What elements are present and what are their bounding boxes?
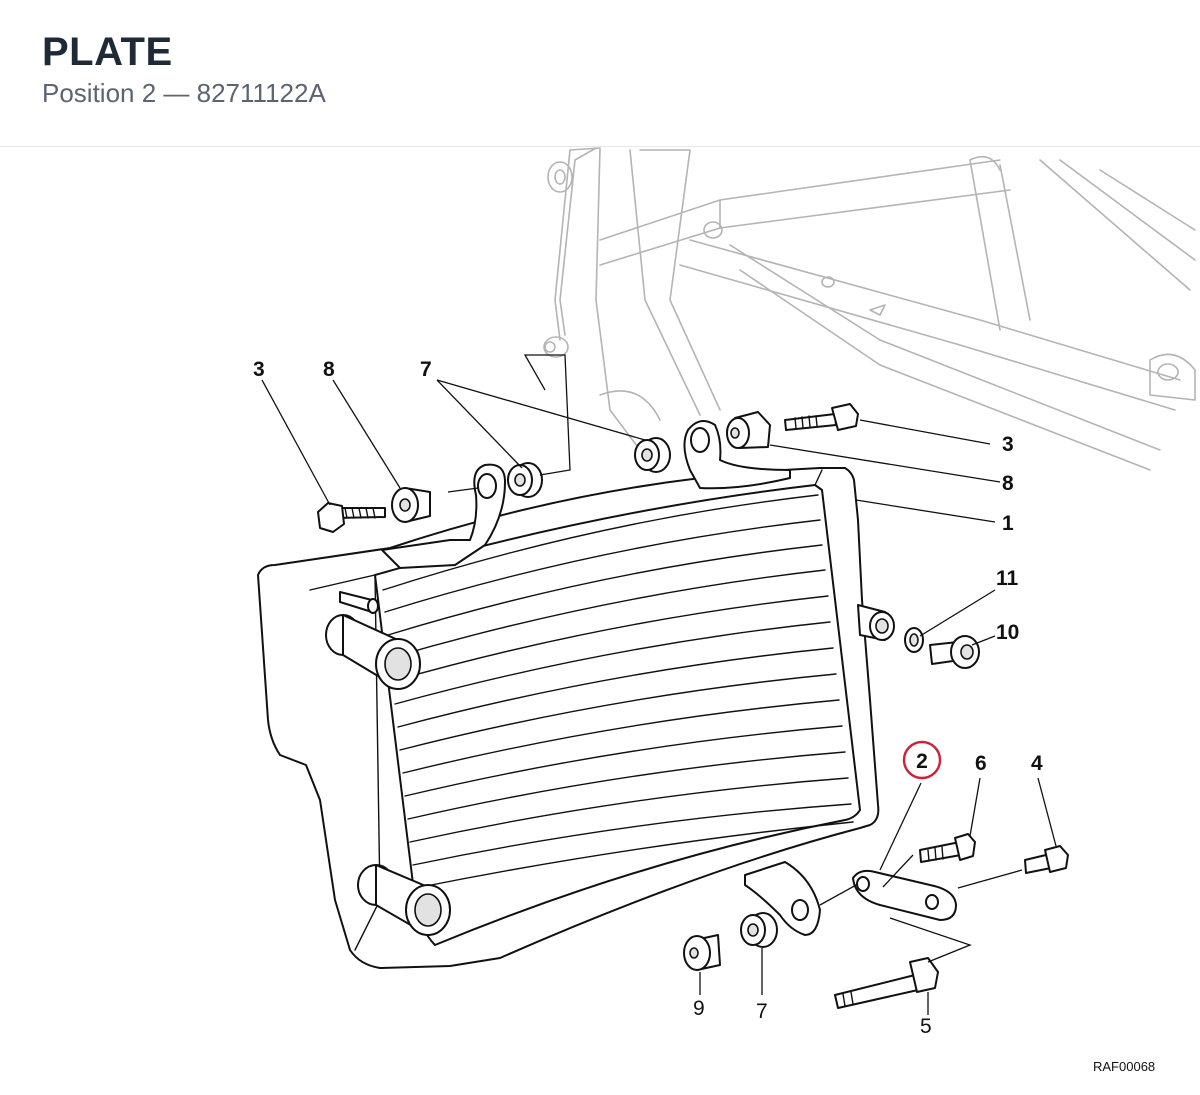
callout-4[interactable]: 4 (1031, 752, 1043, 775)
bolt-part-6 (919, 833, 976, 863)
callout-10[interactable]: 10 (996, 621, 1019, 644)
page-subtitle: Position 2 — 82711122A (42, 78, 326, 108)
grommet-part-7-bottom (740, 912, 778, 948)
radiator-part-1 (257, 467, 895, 969)
upper-right-bracket (683, 420, 791, 490)
spacer-part-8-right (726, 411, 771, 449)
callout-2[interactable]: 2 (916, 750, 928, 773)
callout-1[interactable]: 1 (1002, 512, 1014, 535)
bolt-part-5 (834, 957, 939, 1009)
callout-7-bottom[interactable]: 7 (756, 1000, 768, 1023)
callout-5[interactable]: 5 (920, 1015, 932, 1038)
screw-part-10 (929, 635, 980, 669)
motorcycle-frame (543, 147, 1196, 471)
spacer-part-9 (683, 934, 721, 971)
grommet-part-7-right (634, 437, 671, 473)
callout-3-right[interactable]: 3 (1002, 433, 1014, 456)
bolt-part-3-left (317, 502, 386, 533)
callout-3-left[interactable]: 3 (253, 358, 265, 381)
callout-7-top[interactable]: 7 (420, 358, 432, 381)
lower-bracket (744, 861, 821, 936)
page-title: PLATE (42, 30, 173, 74)
bolt-part-4 (1024, 845, 1069, 874)
bolt-part-3-right (784, 403, 859, 431)
callouts: 3 8 7 3 8 1 11 10 2 6 4 9 7 5 (253, 358, 1043, 1038)
callout-8-left[interactable]: 8 (323, 358, 335, 381)
header: PLATE Position 2 — 82711122A (0, 0, 1200, 147)
washer-part-11 (904, 627, 924, 653)
leader-lines (261, 354, 1057, 1015)
diagram-reference-code: RAF00068 (1093, 1059, 1155, 1074)
callout-6[interactable]: 6 (975, 752, 987, 775)
callout-8-right[interactable]: 8 (1002, 472, 1014, 495)
callout-11[interactable]: 11 (996, 567, 1019, 590)
spacer-part-8-left (391, 487, 431, 523)
upper-left-bracket (381, 463, 506, 569)
plate-part-2 (852, 869, 957, 921)
grommet-part-7-left (507, 462, 543, 498)
callout-9[interactable]: 9 (693, 997, 705, 1020)
callout-2-highlight-ring (902, 740, 942, 780)
